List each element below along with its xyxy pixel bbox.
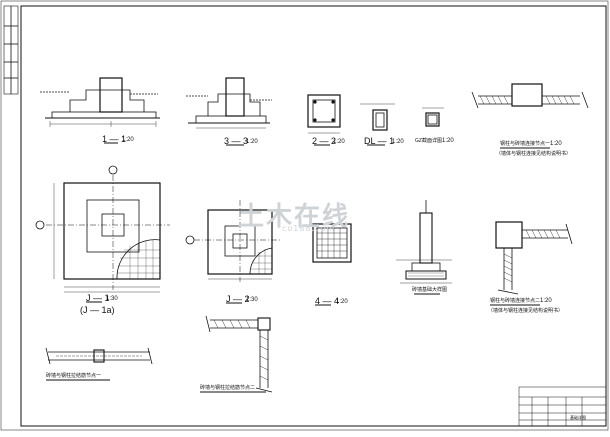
- scale-j2: 1:30: [246, 297, 258, 303]
- watermark-url: co188.com: [282, 224, 336, 233]
- scale-dl-1: 1:20: [392, 139, 404, 145]
- titleblock-drawing-name: 基础详图: [570, 415, 586, 420]
- wall-foundation-detail: [396, 200, 452, 295]
- label-dl-1: DL — 1: [364, 136, 395, 146]
- title-block: [518, 386, 607, 427]
- footing-j1-plan: [35, 165, 170, 303]
- footing-j2-plan: [185, 200, 280, 304]
- label-wall-foundation: 砖墙基础大样图: [412, 287, 448, 293]
- section-3-3: [186, 77, 272, 146]
- section-4-4: [312, 223, 352, 306]
- node-2-detail: [490, 221, 573, 306]
- label-node-4: 砖墙与钢柱拉结筋节点二: [200, 385, 256, 391]
- watermark-text: 土木在线: [238, 202, 351, 232]
- scale-section-2-2: 1:20: [333, 139, 345, 145]
- label-j1a: (J — 1a): [80, 305, 115, 315]
- node-3-detail: [45, 347, 153, 381]
- section-dl-1: [360, 103, 395, 146]
- scale-section-4-4: 1:20: [336, 299, 348, 305]
- label-node-1: 钢柱与砖墙连接节点一: [500, 141, 551, 147]
- label-j1: J — 1: [86, 293, 110, 303]
- scale-section-3-3: 1:20: [246, 139, 258, 145]
- label-node-3: 砖墙与钢柱拉结筋节点一: [46, 373, 102, 379]
- label-section-4-4: 4 — 4: [315, 296, 340, 306]
- section-2-2: [307, 94, 341, 146]
- label-j2: J — 2: [226, 294, 250, 304]
- scale-j1: 1:30: [106, 296, 118, 302]
- label-section-2-2: 2 — 2: [312, 136, 337, 146]
- node-4-detail: [200, 315, 273, 393]
- label-section-3-3: 3 — 3: [224, 136, 249, 146]
- node-1-detail: [471, 83, 589, 149]
- section-gz: [422, 107, 444, 127]
- label-node-2: 钢柱与砖墙连接节点二: [490, 298, 541, 304]
- note-node-2: （墙体与钢柱连接见结构说明书）: [488, 308, 564, 314]
- label-gz: GZ截面详图: [415, 138, 442, 144]
- note-node-1: （墙体与钢柱连接见结构说明书）: [496, 151, 572, 157]
- scale-node-2: 1:20: [540, 298, 552, 304]
- inner-frame: [20, 5, 607, 427]
- label-section-1-1: 1 — 1: [102, 134, 127, 144]
- scale-gz: 1:20: [442, 138, 454, 144]
- scale-node-1: 1:20: [550, 141, 562, 147]
- scale-section-1-1: 1:20: [122, 137, 134, 143]
- section-1-1: [40, 77, 160, 144]
